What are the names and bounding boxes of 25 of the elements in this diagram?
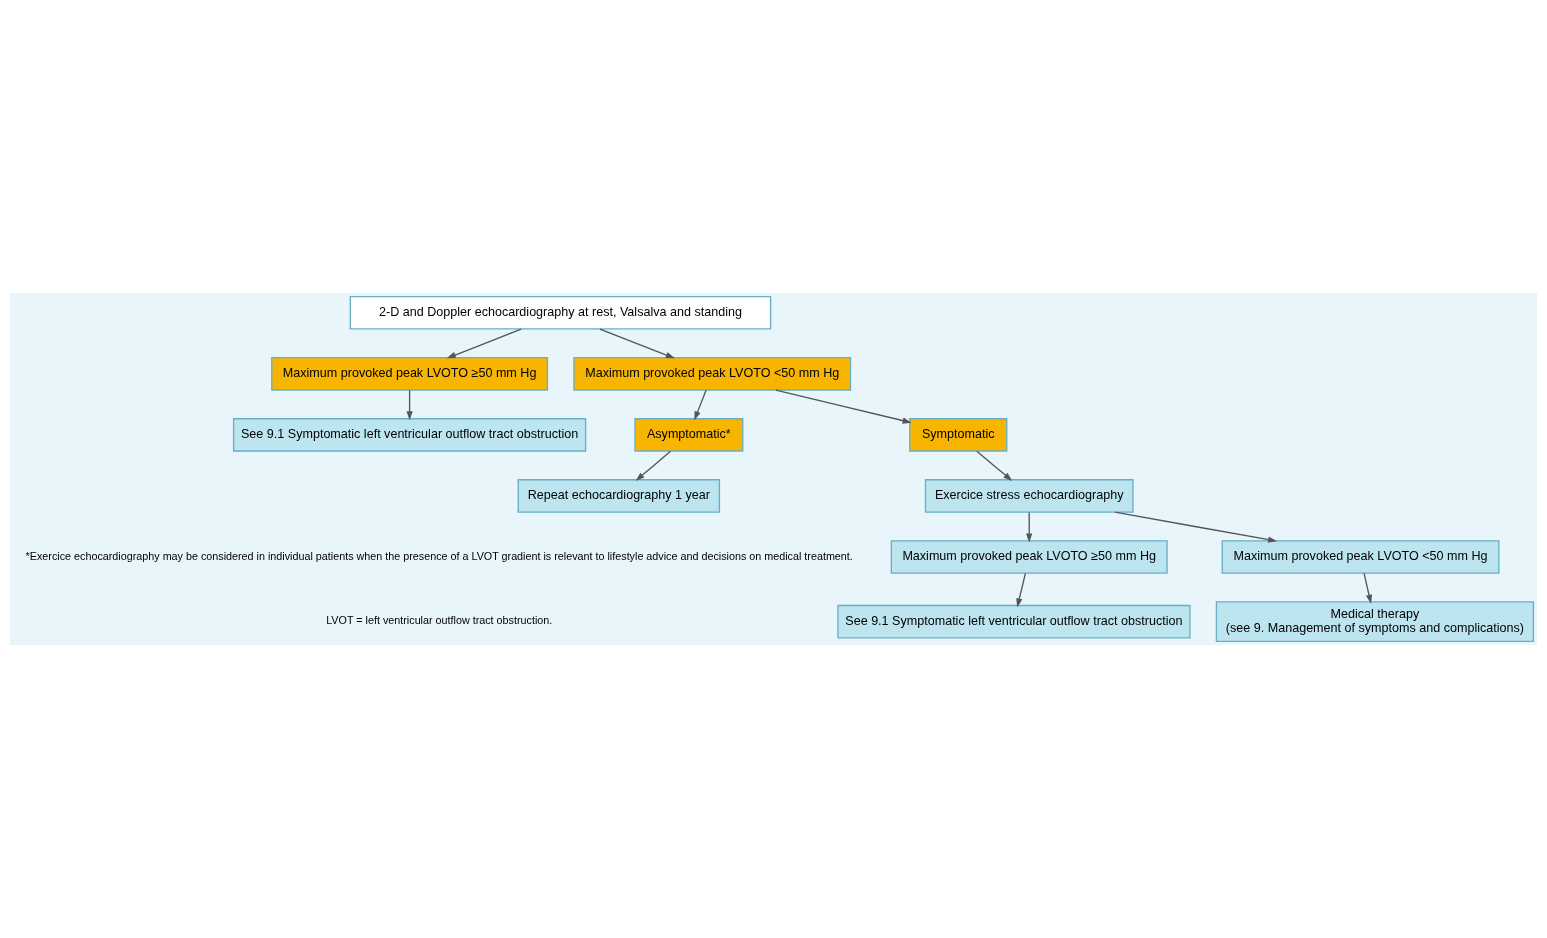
- arrow: [1026, 511, 1033, 543]
- arrow: [406, 389, 413, 421]
- node-box: Asymptomatic*: [634, 418, 744, 452]
- node-box: 2-D and Doppler echocardiography at rest, Valsalva and standing: [349, 295, 772, 330]
- node-box: See 9.1 Symptomatic left ventricular outflow tract obstruction: [232, 418, 587, 452]
- node-box: See 9.1 Symptomatic left ventricular outflow tract obstruction: [837, 604, 1191, 639]
- arrow: [775, 389, 912, 424]
- arrow: [446, 328, 522, 359]
- node-box: Exercice stress echocardiography: [924, 479, 1134, 513]
- arrow: [599, 328, 675, 359]
- node-box: Medical therapy (see 9. Management of symptoms and complications): [1215, 601, 1535, 643]
- arrow: [1016, 572, 1027, 608]
- arrow: [976, 450, 1013, 481]
- node-box: Maximum provoked peak LVOTO ≥50 mm Hg: [890, 540, 1168, 574]
- arrow: [635, 450, 672, 481]
- arrow: [694, 389, 707, 421]
- node-box: Maximum provoked peak LVOTO ≥50 mm Hg: [271, 356, 549, 391]
- arrow: [1114, 511, 1278, 543]
- label: LVOT = left ventricular outflow tract obstruction.: [326, 614, 553, 627]
- node-box: Symptomatic: [909, 418, 1008, 452]
- node-box: Repeat echocardiography 1 year: [517, 479, 721, 513]
- arrow: [1363, 572, 1373, 604]
- node-box: Maximum provoked peak LVOTO <50 mm Hg: [1221, 540, 1500, 574]
- node-box: Maximum provoked peak LVOTO <50 mm Hg: [573, 356, 852, 391]
- label: *Exercice echocardiography may be considered in individual patients when the presence of a LVOT gradient is relevant to lifestyle advice and decisions on medical treatment.: [25, 549, 853, 562]
